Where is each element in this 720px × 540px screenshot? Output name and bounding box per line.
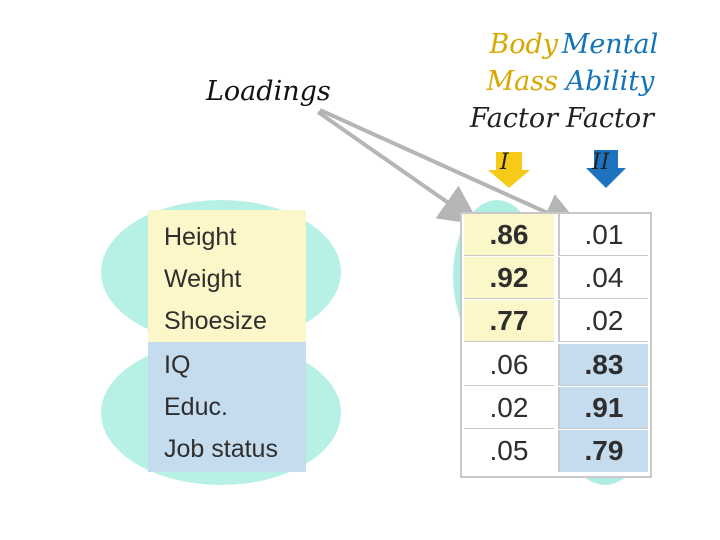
loading-cell: .04 — [558, 257, 648, 299]
factor1-down-arrow-icon — [488, 152, 530, 188]
pointer-arrow-factor2 — [319, 108, 583, 231]
variable-educ: Educ. — [164, 393, 228, 421]
factor-1-line2: Mass — [486, 66, 558, 97]
loading-cell: .05 — [489, 435, 529, 466]
factor-1-line1: Body — [489, 29, 558, 60]
loading-cell: .06 — [464, 344, 554, 386]
variable-weight: Weight — [164, 265, 242, 293]
loading-cell: .02 — [464, 387, 554, 429]
factor-2-header: Mental Ability Factor — [560, 26, 660, 137]
factor-1-header: Body Mass Factor — [460, 26, 558, 137]
loading-cell: .91 — [558, 387, 648, 429]
factor-2-line3: Factor — [565, 103, 655, 134]
loading-cell: .79 — [558, 430, 648, 472]
loadings-table: .86 .01 .92 .04 .77 .02 .06 .83 .02 .91 … — [460, 212, 652, 478]
loading-cell: .92 — [464, 257, 554, 299]
loading-cell: .86 — [464, 214, 554, 256]
factor-2-line1: Mental — [561, 29, 659, 60]
variable-job-status: Job status — [164, 435, 278, 463]
variable-shoesize: Shoesize — [164, 307, 267, 335]
pointer-arrow-factor1 — [316, 110, 480, 225]
loading-cell: .77 — [464, 300, 554, 342]
loadings-label: Loadings — [206, 76, 331, 107]
variables-bg-mental — [148, 342, 306, 472]
factor-1-line3: Factor — [469, 103, 558, 134]
factor-2-numeral: II — [592, 150, 610, 175]
variable-iq: IQ — [164, 351, 191, 379]
variables-panel: Height Weight Shoesize IQ Educ. Job stat… — [148, 210, 306, 472]
variable-height: Height — [164, 223, 237, 251]
loading-cell: .02 — [558, 300, 648, 342]
loading-cell: .01 — [558, 214, 648, 256]
loading-cell: .83 — [558, 344, 648, 386]
factor-2-line2: Ability — [565, 66, 655, 97]
variables-bg-body — [148, 210, 306, 342]
factor-1-numeral: I — [500, 150, 509, 175]
factor2-down-arrow-icon — [586, 150, 626, 188]
